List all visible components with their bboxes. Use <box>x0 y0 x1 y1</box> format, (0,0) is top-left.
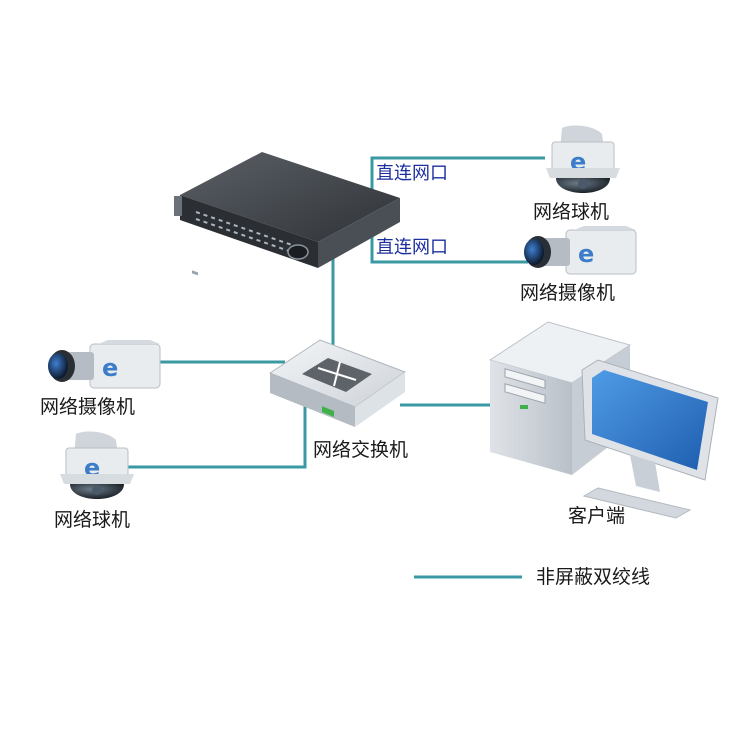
box-camera-label: 网络摄像机 <box>40 396 136 418</box>
box-camera-label: 网络摄像机 <box>520 282 616 304</box>
box-camera-icon: e <box>48 340 161 389</box>
direct-port-label: 直连网口 <box>376 237 448 258</box>
nvr-icon <box>174 152 400 276</box>
cables <box>120 156 545 469</box>
cable-dome-camera-switch <box>120 405 307 469</box>
legend-label: 非屏蔽双绞线 <box>536 566 651 588</box>
dome-camera-icon: e <box>546 125 620 193</box>
network-switch-icon <box>268 339 407 427</box>
svg-text:e: e <box>102 354 118 382</box>
dome-camera-icon: e <box>60 431 134 499</box>
cable-nvr-dome-camera <box>370 156 545 200</box>
desktop-computer-icon <box>488 321 719 519</box>
dome-camera-label: 网络球机 <box>533 201 610 223</box>
box-camera-icon: e <box>524 226 637 275</box>
switch-label: 网络交换机 <box>313 439 409 461</box>
svg-text:e: e <box>578 240 594 268</box>
direct-port-label: 直连网口 <box>376 163 448 184</box>
cable-nvr-box-camera <box>370 232 528 264</box>
dome-camera-label: 网络球机 <box>54 509 131 531</box>
client-label: 客户端 <box>568 505 626 527</box>
